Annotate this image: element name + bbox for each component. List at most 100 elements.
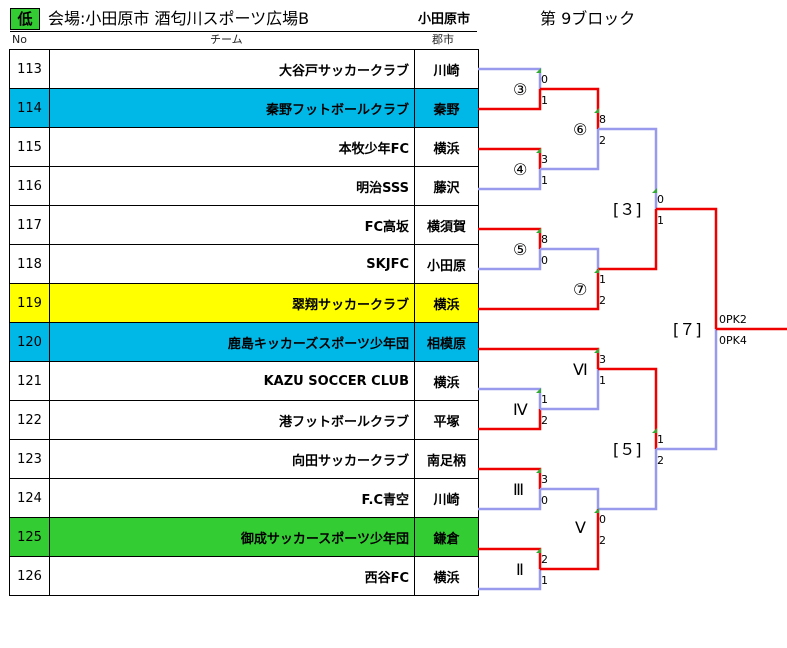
bracket-line-lose xyxy=(478,387,542,409)
match-score: 3 xyxy=(599,353,606,366)
match-label: ③ xyxy=(513,80,528,99)
team-name: 翠翔サッカークラブ xyxy=(49,283,415,323)
bracket-line-win xyxy=(540,87,600,129)
match-score: 0 xyxy=(599,513,606,526)
team-city: 横浜 xyxy=(414,283,479,323)
bracket-line-win xyxy=(478,89,542,111)
match-label: Ⅱ xyxy=(516,560,524,579)
bracket-line-lose xyxy=(598,127,658,209)
team-name: 本牧少年FC xyxy=(49,127,415,167)
match-label: ⑥ xyxy=(573,120,588,139)
team-city: 横浜 xyxy=(414,127,479,167)
team-number: 118 xyxy=(9,244,50,284)
match-score: 0 xyxy=(541,73,548,86)
match-score: 1 xyxy=(657,214,664,227)
team-name: KAZU SOCCER CLUB xyxy=(49,361,415,401)
level-badge: 低 xyxy=(10,8,40,30)
match-score: 0 xyxy=(657,193,664,206)
team-number: 114 xyxy=(9,88,50,128)
team-name: 御成サッカースポーツ少年団 xyxy=(49,517,415,557)
bracket-line-lose xyxy=(540,369,600,411)
match-score: 2 xyxy=(599,534,606,547)
team-name: SKJFC xyxy=(49,244,415,284)
match-score: 2 xyxy=(657,454,664,467)
match-score: 1 xyxy=(541,94,548,107)
team-name: 鹿島キッカーズスポーツ少年団 xyxy=(49,322,415,362)
team-city: 川崎 xyxy=(414,49,479,89)
team-number: 120 xyxy=(9,322,50,362)
team-number: 113 xyxy=(9,49,50,89)
team-number: 125 xyxy=(9,517,50,557)
team-name: 港フットボールクラブ xyxy=(49,400,415,440)
match-label: ⑤ xyxy=(513,240,528,259)
bracket-line-lose xyxy=(598,449,658,511)
bracket-line-lose xyxy=(478,67,542,89)
match-label: [５] xyxy=(613,440,642,459)
column-header-team: チーム xyxy=(210,33,243,46)
header-divider xyxy=(10,31,477,32)
team-number: 123 xyxy=(9,439,50,479)
bracket-line-win xyxy=(478,147,542,169)
match-score: 8 xyxy=(541,233,548,246)
team-number: 119 xyxy=(9,283,50,323)
bracket-line-win xyxy=(478,409,542,431)
match-score: 1 xyxy=(541,574,548,587)
bracket-line-lose xyxy=(540,247,600,269)
bracket-line-win xyxy=(656,207,718,329)
bracket-line-lose xyxy=(478,569,542,591)
bracket-line-win xyxy=(478,227,542,249)
team-city: 南足柄 xyxy=(414,439,479,479)
match-score: 8 xyxy=(599,113,606,126)
match-score: 2 xyxy=(541,414,548,427)
team-number: 126 xyxy=(9,556,50,596)
team-number: 117 xyxy=(9,205,50,245)
match-score: 0 xyxy=(541,494,548,507)
match-score: 0PK4 xyxy=(719,334,747,347)
match-label: Ⅳ xyxy=(513,400,528,419)
bracket-line-lose xyxy=(478,169,542,191)
team-number: 116 xyxy=(9,166,50,206)
bracket-line-lose xyxy=(656,329,718,451)
team-name: 西谷FC xyxy=(49,556,415,596)
bracket-line-lose xyxy=(540,487,600,509)
match-score: 3 xyxy=(541,473,548,486)
bracket-tick-markers xyxy=(536,68,657,553)
column-header-no: No xyxy=(12,33,27,46)
bracket-line-lose xyxy=(478,249,542,271)
match-score: 1 xyxy=(599,273,606,286)
match-score: 1 xyxy=(599,374,606,387)
bracket-line-win xyxy=(478,547,542,569)
match-score: 1 xyxy=(541,174,548,187)
bracket-line-win xyxy=(540,509,600,571)
team-city: 川崎 xyxy=(414,478,479,518)
bracket-line-win xyxy=(478,269,600,311)
match-label: Ⅴ xyxy=(575,518,586,537)
bracket-line-lose xyxy=(478,489,542,511)
bracket-line-win xyxy=(478,467,542,489)
bracket-line-lose xyxy=(540,129,600,171)
match-label: [７] xyxy=(673,320,702,339)
team-name: 明治SSS xyxy=(49,166,415,206)
bracket-line-win xyxy=(598,367,658,449)
match-score: 2 xyxy=(541,553,548,566)
venue-title: 会場:小田原市 酒匂川スポーツ広場B xyxy=(48,9,310,28)
match-score: 1 xyxy=(657,433,664,446)
team-city: 横浜 xyxy=(414,556,479,596)
column-header-city: 郡市 xyxy=(432,33,454,46)
match-label: Ⅲ xyxy=(513,480,525,499)
bracket-line-win xyxy=(598,209,658,271)
host-city: 小田原市 xyxy=(418,12,471,27)
match-score: 2 xyxy=(599,134,606,147)
